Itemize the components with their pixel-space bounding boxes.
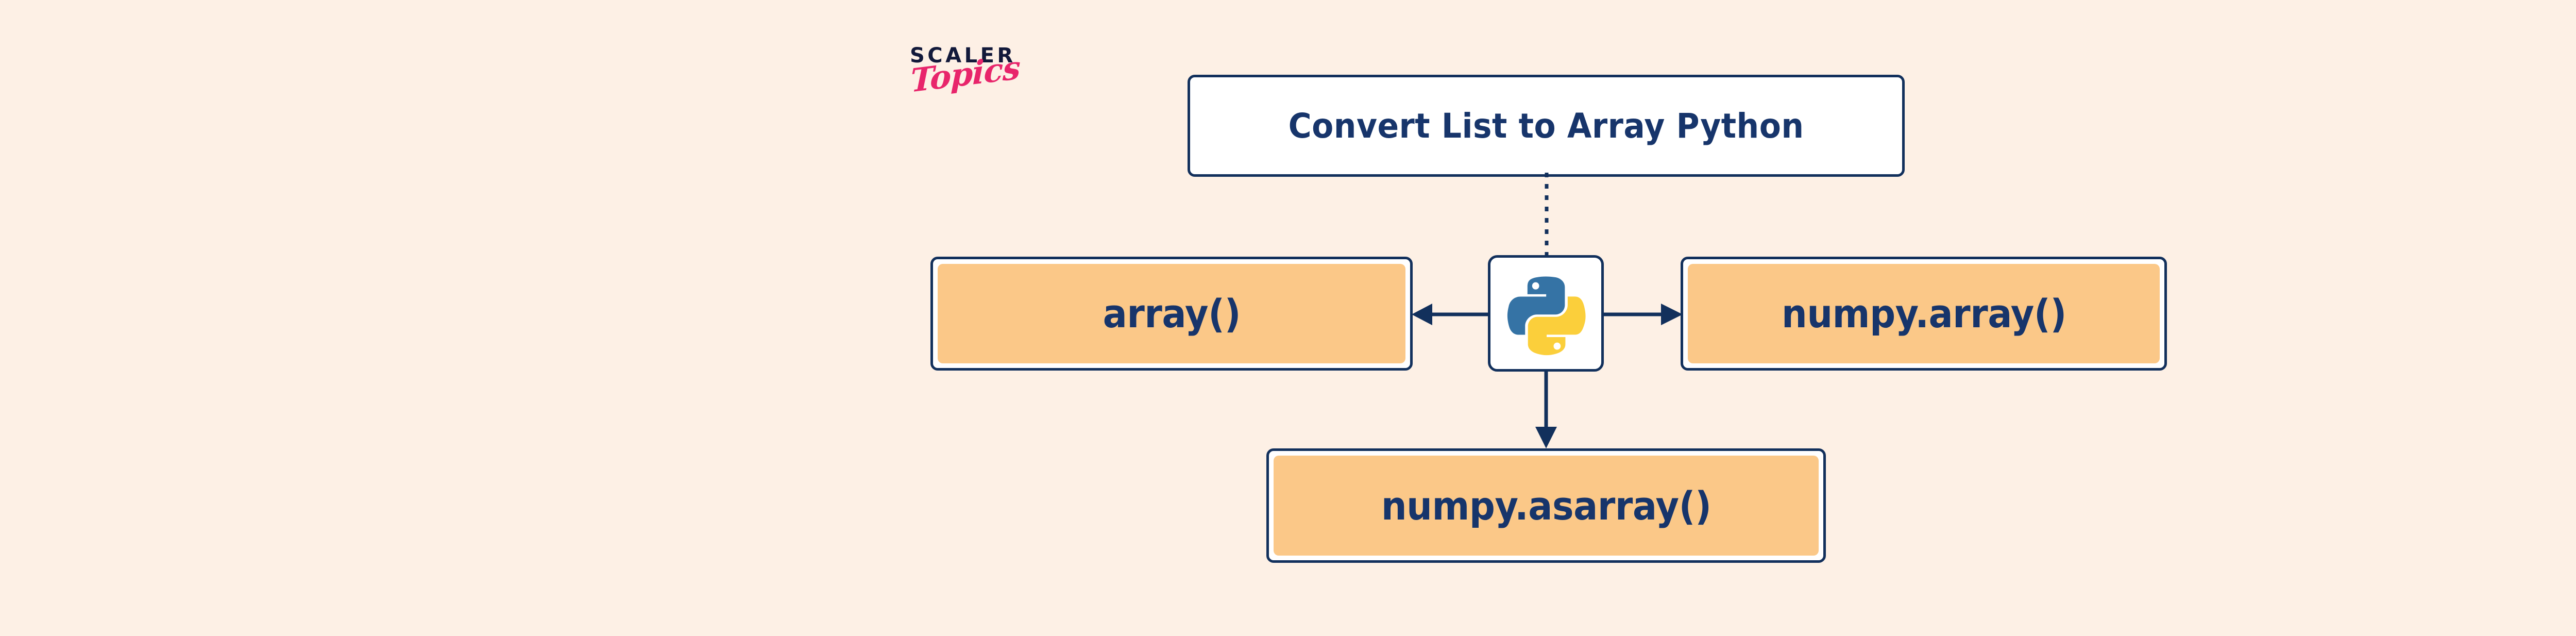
scaler-topics-logo: SCALER Topics bbox=[908, 45, 1047, 133]
node-option-numpy-asarray-label: numpy.asarray() bbox=[1381, 482, 1711, 529]
node-option-numpy-array[interactable]: numpy.array() bbox=[1681, 257, 2167, 371]
node-option-numpy-array-fill: numpy.array() bbox=[1688, 264, 2160, 363]
connector-title-to-hub bbox=[1540, 173, 1553, 260]
connector-hub-to-numpy-asarray bbox=[1533, 367, 1562, 452]
logo-wordmark: SCALER bbox=[910, 44, 1016, 68]
node-python-hub[interactable] bbox=[1488, 255, 1604, 372]
connector-hub-to-array bbox=[1406, 299, 1494, 330]
node-title-convert-list-to-array-python[interactable]: Convert List to Array Python bbox=[1188, 75, 1905, 177]
python-logo-icon bbox=[1503, 270, 1589, 357]
node-option-array-label: array() bbox=[1103, 291, 1241, 337]
node-option-numpy-asarray[interactable]: numpy.asarray() bbox=[1266, 448, 1826, 563]
node-title-label: Convert List to Array Python bbox=[1288, 106, 1804, 146]
node-option-numpy-asarray-fill: numpy.asarray() bbox=[1274, 456, 1819, 556]
node-option-array-fill: array() bbox=[938, 264, 1405, 363]
node-option-numpy-array-label: numpy.array() bbox=[1781, 291, 2066, 337]
connector-hub-to-numpy-array bbox=[1597, 299, 1687, 330]
node-option-array[interactable]: array() bbox=[930, 257, 1413, 371]
